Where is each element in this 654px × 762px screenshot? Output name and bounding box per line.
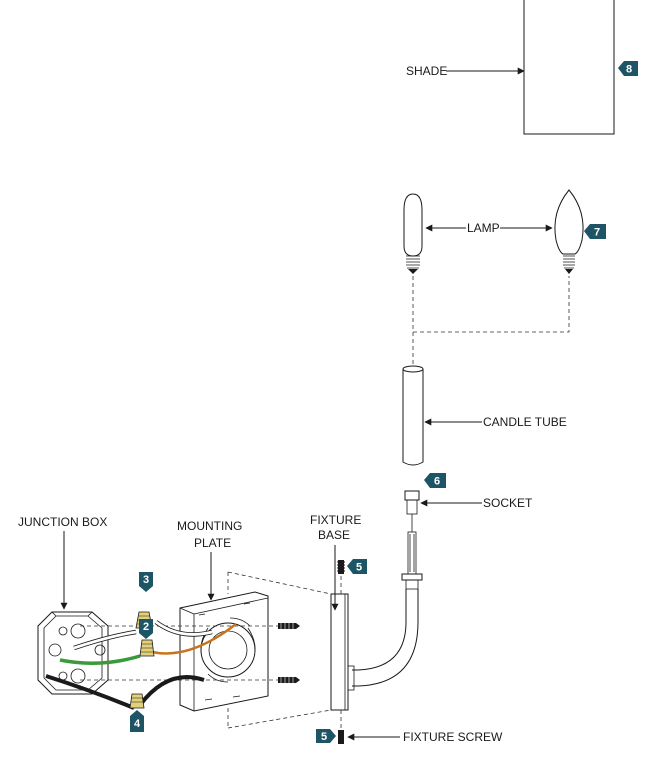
mounting-screw-top bbox=[278, 623, 300, 629]
fixture-screw-top bbox=[337, 560, 345, 574]
svg-text:4: 4 bbox=[134, 718, 141, 730]
tag-fixture-screw-bottom: 5 bbox=[316, 729, 336, 743]
junction-box bbox=[37, 611, 109, 695]
socket-label: SOCKET bbox=[483, 496, 533, 510]
tag-shade: 8 bbox=[618, 61, 638, 76]
candle-tube-label: CANDLE TUBE bbox=[483, 415, 567, 429]
shade bbox=[523, 0, 615, 135]
tag-socket: 6 bbox=[424, 473, 446, 488]
svg-text:6: 6 bbox=[434, 476, 440, 488]
plate-projection-lines bbox=[227, 571, 332, 729]
tag-fixture-screw-top: 5 bbox=[347, 559, 367, 574]
wire-connector-bottom bbox=[129, 693, 145, 709]
tag-lamp: 7 bbox=[584, 224, 606, 239]
lamp-candle bbox=[554, 189, 584, 274]
svg-text:8: 8 bbox=[626, 64, 632, 76]
svg-text:5: 5 bbox=[356, 562, 362, 574]
lamp-alignment-line bbox=[412, 276, 570, 333]
fixture-arm bbox=[347, 589, 419, 691]
tag-connector-middle: 2 bbox=[139, 619, 153, 639]
svg-text:7: 7 bbox=[594, 227, 600, 239]
shade-label: SHADE bbox=[406, 64, 447, 78]
svg-text:3: 3 bbox=[143, 574, 149, 586]
fixture-base-label-line1: FIXTURE bbox=[310, 513, 361, 527]
mounting-plate-label-line2: PLATE bbox=[194, 536, 231, 550]
mounting-screw-bottom bbox=[278, 677, 300, 683]
candle-tube bbox=[402, 365, 424, 466]
mounting-plate-label-line1: MOUNTING bbox=[177, 519, 242, 533]
tag-connector-bottom: 4 bbox=[130, 710, 144, 732]
socket bbox=[401, 490, 423, 590]
svg-text:2: 2 bbox=[143, 621, 149, 633]
wires bbox=[45, 620, 237, 710]
lamp-label: LAMP bbox=[467, 221, 500, 235]
mounting-plate bbox=[179, 591, 269, 712]
fixture-screw-bottom bbox=[338, 730, 344, 744]
lamp-tubular bbox=[403, 193, 423, 274]
fixture-base-label-line2: BASE bbox=[318, 528, 350, 542]
tag-connector-top: 3 bbox=[139, 572, 153, 592]
wire-connector-middle bbox=[139, 639, 155, 657]
fixture-base bbox=[330, 593, 349, 711]
fixture-screw-label: FIXTURE SCREW bbox=[403, 730, 503, 744]
svg-text:5: 5 bbox=[321, 731, 327, 743]
junction-box-label: JUNCTION BOX bbox=[18, 515, 107, 529]
